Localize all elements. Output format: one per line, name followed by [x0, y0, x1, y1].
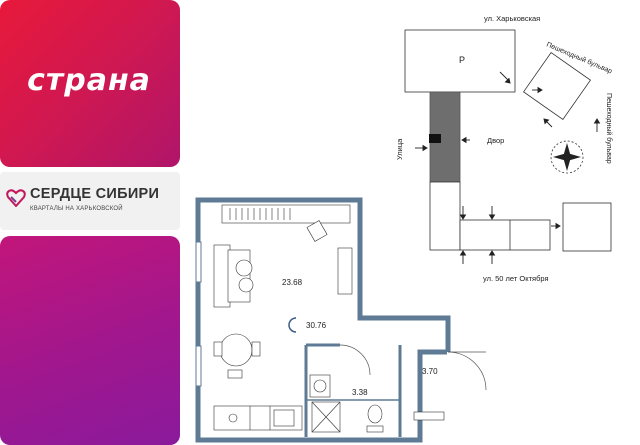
radiator — [413, 411, 445, 421]
heart-logo-icon — [6, 189, 26, 207]
boulevard-label-2: Пешеходный бульвар — [605, 93, 613, 164]
wardrobe — [221, 204, 351, 224]
site-plan — [404, 29, 612, 264]
room-bath-area: 3.38 — [352, 388, 368, 397]
parking-building — [404, 29, 516, 93]
building-bottom — [459, 219, 551, 251]
bathroom-fixtures — [309, 374, 384, 433]
sofa — [213, 244, 254, 308]
building-rotated — [523, 52, 591, 120]
project-card — [0, 172, 180, 230]
desk-chair — [306, 220, 328, 242]
promo-card — [0, 236, 180, 445]
compass-icon — [550, 140, 584, 174]
street-top-label: ул. Харьковская — [484, 14, 540, 23]
entrance-arrows — [415, 71, 601, 264]
kitchen-counter — [213, 405, 303, 431]
floor-plan — [195, 197, 487, 443]
room-hall-area: 3.70 — [422, 367, 438, 376]
street-bottom-label: ул. 50 лет Октября — [483, 274, 549, 283]
parking-label: P — [459, 55, 465, 65]
strana-logo-icon: страна — [27, 63, 151, 98]
brand-logo-text: страна — [27, 63, 151, 98]
room-living-area: 23.68 — [282, 278, 303, 287]
building-lower — [429, 181, 461, 251]
street-left-label: Улица — [395, 138, 404, 160]
building-right — [562, 202, 612, 252]
dining-table — [213, 333, 261, 379]
tv-stand — [337, 247, 353, 295]
yard-label: Двор — [487, 136, 504, 145]
project-subtitle: КВАРТАЛЫ НА ХАРЬКОВСКОЙ — [30, 206, 123, 212]
area-icon — [288, 317, 297, 333]
brand-card: страна — [0, 0, 180, 167]
total-area: 30.76 — [306, 321, 327, 330]
project-title: СЕРДЦЕ СИБИРИ — [30, 186, 160, 202]
